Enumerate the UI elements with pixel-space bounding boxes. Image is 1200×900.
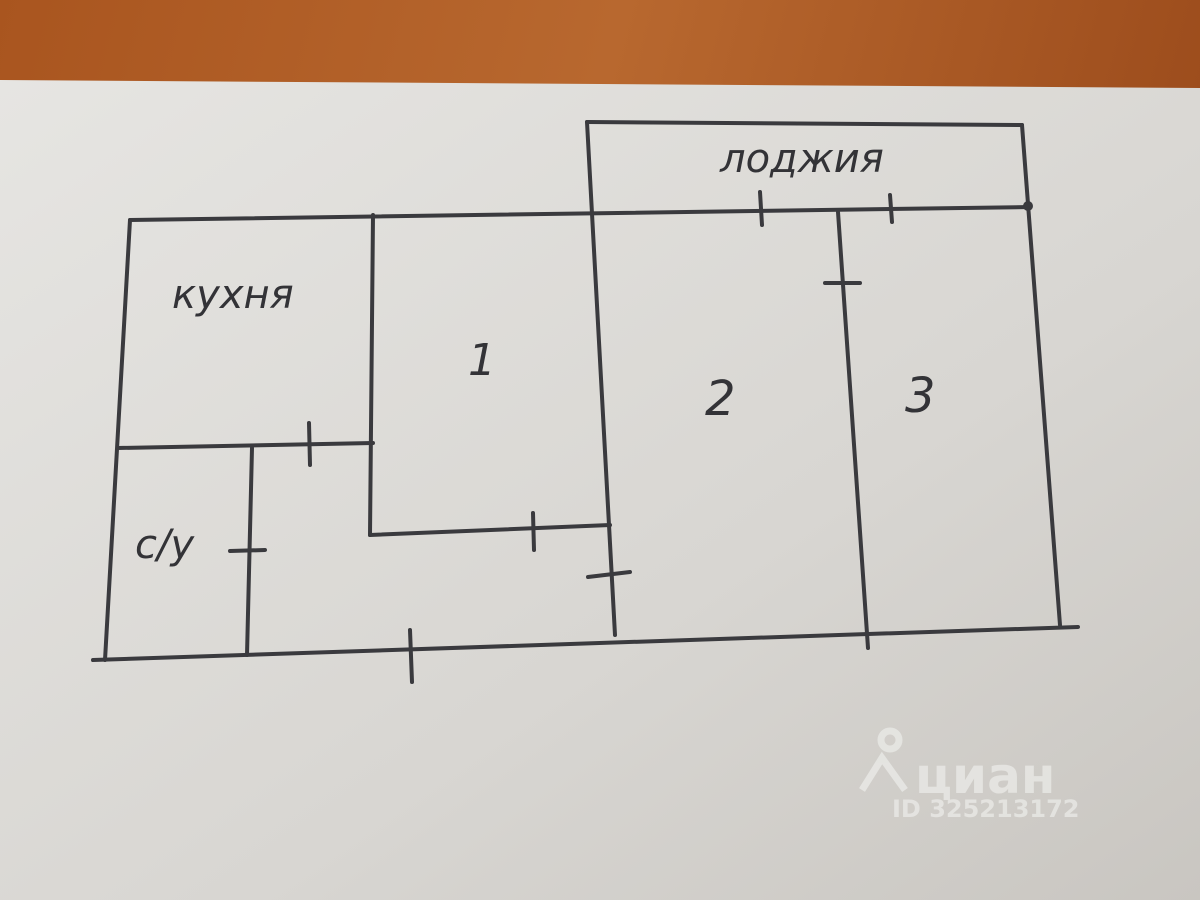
label-bathroom: с/у — [135, 522, 195, 568]
outer-wall-top — [128, 205, 1032, 222]
door-mark — [758, 190, 764, 227]
door-marks — [228, 190, 894, 684]
corner-dot — [1023, 201, 1033, 211]
door-mark — [228, 548, 267, 553]
cian-watermark: циан ID 325213172 — [859, 727, 1080, 823]
outer-wall-bottom — [91, 625, 1080, 662]
outer-wall-left — [103, 218, 132, 662]
wall-room1-bottom — [368, 523, 612, 537]
door-mark — [307, 421, 312, 467]
watermark-brand: циан — [915, 747, 1055, 805]
loggia-top-wall — [585, 120, 1024, 127]
label-kitchen: кухня — [172, 272, 294, 318]
door-mark — [408, 628, 414, 684]
door-mark — [888, 193, 894, 224]
door-mark — [531, 511, 536, 552]
label-room-3: 3 — [905, 368, 936, 424]
plan-walls — [91, 120, 1080, 662]
watermark-id: ID 325213172 — [892, 795, 1080, 823]
location-pin-icon — [859, 727, 908, 793]
wall-kitchen-bathroom — [116, 441, 375, 450]
door-mark — [586, 570, 632, 579]
label-loggia: лоджия — [719, 136, 884, 182]
label-room-2: 2 — [705, 371, 736, 427]
paper-sheet — [0, 80, 1200, 900]
wall-kitchen-room1 — [368, 213, 375, 537]
label-room-1: 1 — [468, 335, 496, 386]
wall-room1-room2 — [585, 120, 617, 637]
